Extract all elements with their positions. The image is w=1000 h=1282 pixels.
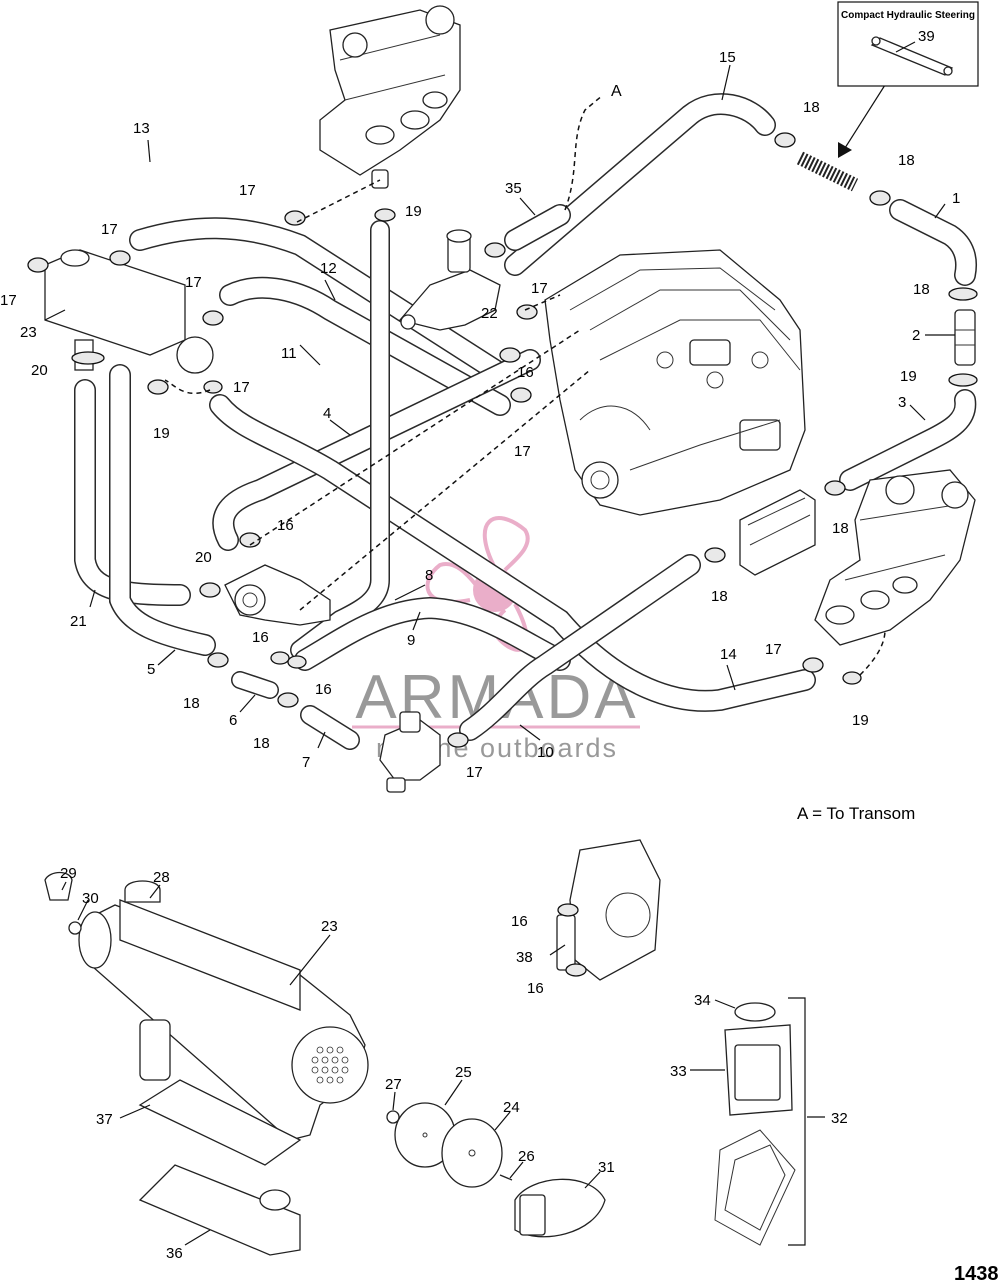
callout-18: 18	[253, 735, 270, 752]
callout-31: 31	[598, 1159, 615, 1176]
hose-fitting-2	[954, 309, 976, 366]
callout-20: 20	[31, 362, 48, 379]
callout-24: 24	[503, 1099, 520, 1116]
callout-21: 21	[70, 613, 87, 630]
callout-18: 18	[183, 695, 200, 712]
heat-exchanger-small	[739, 489, 816, 576]
transom-marker: A	[611, 83, 622, 100]
hose-21	[74, 379, 191, 606]
callout-16: 16	[527, 980, 544, 997]
callout-16: 16	[277, 517, 294, 534]
inset-title: Compact Hydraulic Steering	[841, 10, 975, 21]
exhaust-manifold-right	[814, 469, 976, 646]
water-tee-fitting	[379, 711, 441, 793]
inset-arrow	[838, 84, 886, 158]
callout-15: 15	[719, 49, 736, 66]
callout-3: 3	[898, 394, 906, 411]
callout-18: 18	[913, 281, 930, 298]
callout-36: 36	[166, 1245, 183, 1262]
callout-23: 23	[321, 918, 338, 935]
callout-leaders	[44, 64, 955, 1246]
callout-17: 17	[185, 274, 202, 291]
insulation-sheet	[138, 1079, 302, 1166]
callout-29: 29	[60, 865, 77, 882]
figure-number: 1438	[954, 1263, 999, 1282]
callout-17: 17	[514, 443, 531, 460]
callout-27: 27	[385, 1076, 402, 1093]
callout-17: 17	[239, 182, 256, 199]
hoses	[10, 93, 978, 750]
callout-4: 4	[323, 405, 331, 422]
callout-18: 18	[803, 99, 820, 116]
heat-exchanger-top	[44, 249, 214, 374]
callout-11: 11	[281, 345, 297, 362]
callout-1: 1	[952, 190, 960, 207]
callout-numbers: 1 2 3 4 5 6 7 8 9 10 11 12 13 14 15 16 1…	[0, 49, 960, 1262]
callout-16: 16	[315, 681, 332, 698]
callout-17: 17	[765, 641, 782, 658]
callout-6: 6	[229, 712, 237, 729]
heat-exchanger-assembly	[44, 871, 369, 1141]
engine-block	[544, 249, 806, 516]
callout-19: 19	[405, 203, 422, 220]
thermostat-housing	[398, 229, 501, 331]
hose-clamps	[27, 132, 978, 977]
callout-7: 7	[302, 754, 310, 771]
inset-callout: 39	[918, 28, 935, 45]
callout-37: 37	[96, 1111, 113, 1128]
callout-16: 16	[511, 913, 528, 930]
mounting-bracket	[138, 1164, 301, 1256]
callout-16: 16	[252, 629, 269, 646]
dashed-connections	[164, 94, 886, 676]
callout-18: 18	[898, 152, 915, 169]
coolant-reservoir	[714, 997, 806, 1246]
water-pump-detail	[556, 839, 661, 981]
callout-17: 17	[233, 379, 250, 396]
steering-inset: Compact Hydraulic Steering 39	[837, 1, 979, 87]
exhaust-manifold-top	[319, 5, 461, 189]
callout-25: 25	[455, 1064, 472, 1081]
callout-5: 5	[147, 661, 155, 678]
callout-28: 28	[153, 869, 170, 886]
callout-9: 9	[407, 632, 415, 649]
end-cap-gaskets	[386, 1102, 606, 1238]
callout-33: 33	[670, 1063, 687, 1080]
callout-16: 16	[517, 364, 534, 381]
callout-19: 19	[852, 712, 869, 729]
callout-32: 32	[831, 1110, 848, 1127]
callout-19: 19	[153, 425, 170, 442]
tube-bundle-holes	[311, 1046, 349, 1084]
callout-8: 8	[425, 567, 433, 584]
callout-30: 30	[82, 890, 99, 907]
callout-19: 19	[900, 368, 917, 385]
callout-38: 38	[516, 949, 533, 966]
callout-12: 12	[320, 260, 337, 277]
water-pump	[224, 564, 331, 626]
callout-34: 34	[694, 992, 711, 1009]
callout-17: 17	[466, 764, 483, 781]
callout-17: 17	[531, 280, 548, 297]
callout-35: 35	[505, 180, 522, 197]
callout-17: 17	[0, 292, 17, 309]
callout-10: 10	[537, 744, 554, 761]
callout-18: 18	[832, 520, 849, 537]
callout-2: 2	[912, 327, 920, 344]
callout-20: 20	[195, 549, 212, 566]
callout-17: 17	[101, 221, 118, 238]
callout-23: 23	[20, 324, 37, 341]
legend-note: A = To Transom	[797, 804, 915, 823]
steering-cooler-tube	[796, 151, 859, 192]
callout-26: 26	[518, 1148, 535, 1165]
callout-22: 22	[481, 305, 498, 322]
callout-13: 13	[133, 120, 150, 137]
callout-18: 18	[711, 588, 728, 605]
callout-14: 14	[720, 646, 737, 663]
